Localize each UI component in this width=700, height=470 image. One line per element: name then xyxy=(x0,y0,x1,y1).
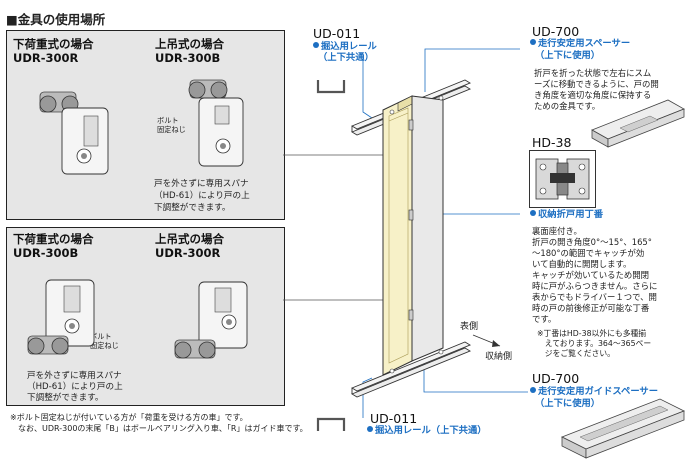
page-title: ■金具の使用場所 xyxy=(6,12,106,27)
top-hung-model: UDR-300R xyxy=(155,246,221,260)
ud700-top-label-text: 走行安定用スペーサー xyxy=(538,38,631,49)
ud011-bottom-label-text: 掘込用レール（上下共通） xyxy=(375,425,487,436)
bolt-label-2: 固定ねじ xyxy=(90,341,119,350)
bolt-label: ボルト xyxy=(157,116,179,125)
ud700-top-code: UD-700 xyxy=(532,24,580,39)
bolt-label-2: 固定ねじ xyxy=(157,125,186,134)
adjust-note-1: 戸を外さずに専用スパナ xyxy=(154,179,249,189)
hd38-code: HD-38 xyxy=(532,135,572,150)
hd38-desc-5: キャッチが効いているため開閉 xyxy=(532,270,649,280)
ud700-desc-1: 折戸を折った状態で左右にスム xyxy=(534,68,652,78)
ud700-bottom-label-text: 走行安定用ガイドスペーサー xyxy=(538,386,659,397)
hd38-desc-8: 時の戸の前後修正が可能な丁番 xyxy=(532,303,650,313)
ud011-top-code: UD-011 xyxy=(313,26,361,41)
ud011-bottom-code: UD-011 xyxy=(370,411,418,426)
hd38-desc-3: 〜180°の範囲でキャッチが効 xyxy=(532,248,645,258)
hd38-note-1: ※丁番はHD-38以外にも多種揃 xyxy=(537,329,647,338)
hd38-desc-1: 裏面座付き。 xyxy=(532,226,582,236)
footnote-line-1: ※ボルト固定ねじが付いている方が「荷重を受ける方の車」です。 xyxy=(10,413,248,422)
top-hung-title: 上吊式の場合 xyxy=(155,232,224,246)
hd38-note-3: ジをご覧ください。 xyxy=(537,349,615,358)
bottom-load-title: 下荷重式の場合 xyxy=(13,37,94,51)
hd38-label-text: 収納折戸用丁番 xyxy=(538,209,604,220)
hd38-desc-2: 折戸の開き角度0°〜15°、165° xyxy=(532,237,652,247)
hd38-desc-7: 表からでもドライバー１つで、開 xyxy=(532,292,657,302)
ud011-top-label-sub: （上下共通） xyxy=(318,52,374,63)
bottom-load-title: 下荷重式の場合 xyxy=(13,232,94,246)
ud700-bottom-label-sub: （上下に使用） xyxy=(535,398,601,409)
ud700-desc-4: ための金具です。 xyxy=(534,101,601,111)
ud700-bottom-code: UD-700 xyxy=(532,371,580,386)
ud011-bottom-label: 掘込用レール（上下共通） xyxy=(367,425,487,437)
footnote-line-2: なお、UDR-300の末尾「B」はボールベアリング入り車、「R」はガイド車です。 xyxy=(10,424,308,433)
adjust-note-2: （HD-61）により戸の上 xyxy=(154,191,250,201)
storage-side-label: 収納側 xyxy=(485,352,513,362)
hd38-note-2: えております。364〜365ペー xyxy=(537,339,652,348)
bottom-load-model: UDR-300R xyxy=(13,51,79,65)
hd38-desc-9: です。 xyxy=(532,314,557,324)
adjust-note-2: （HD-61）により戸の上 xyxy=(27,382,123,392)
ud700-bottom-label: 走行安定用ガイドスペーサー xyxy=(530,386,658,398)
ud700-top-label-sub: （上下に使用） xyxy=(535,50,601,61)
hinge-picture xyxy=(529,150,596,208)
bolt-label: ボルト xyxy=(90,332,112,341)
ud011-top-label-text: 掘込用レール xyxy=(321,41,377,52)
hd38-label: 収納折戸用丁番 xyxy=(530,209,603,221)
top-hung-title: 上吊式の場合 xyxy=(155,37,224,51)
ud700-desc-3: き角度を適切な角度に保持する xyxy=(534,90,652,100)
ud700-desc-2: ーズに移動できるように、戸の開 xyxy=(534,79,659,89)
adjust-note-3: 下調整ができます。 xyxy=(154,203,231,213)
top-hung-model: UDR-300B xyxy=(155,51,221,65)
ud700-top-label: 走行安定用スペーサー xyxy=(530,38,630,50)
front-side-label: 表側 xyxy=(460,322,479,332)
bottom-load-model: UDR-300B xyxy=(13,246,79,260)
ud011-top-label: 掘込用レール xyxy=(313,41,377,53)
hd38-desc-6: 時に戸がふらつきません。さらに xyxy=(532,281,658,291)
adjust-note-1: 戸を外さずに専用スパナ xyxy=(27,371,122,381)
adjust-note-3: 下調整ができます。 xyxy=(27,393,104,403)
hinge-icon xyxy=(535,158,590,200)
hd38-desc-4: いて自動的に開閉します。 xyxy=(532,259,632,269)
